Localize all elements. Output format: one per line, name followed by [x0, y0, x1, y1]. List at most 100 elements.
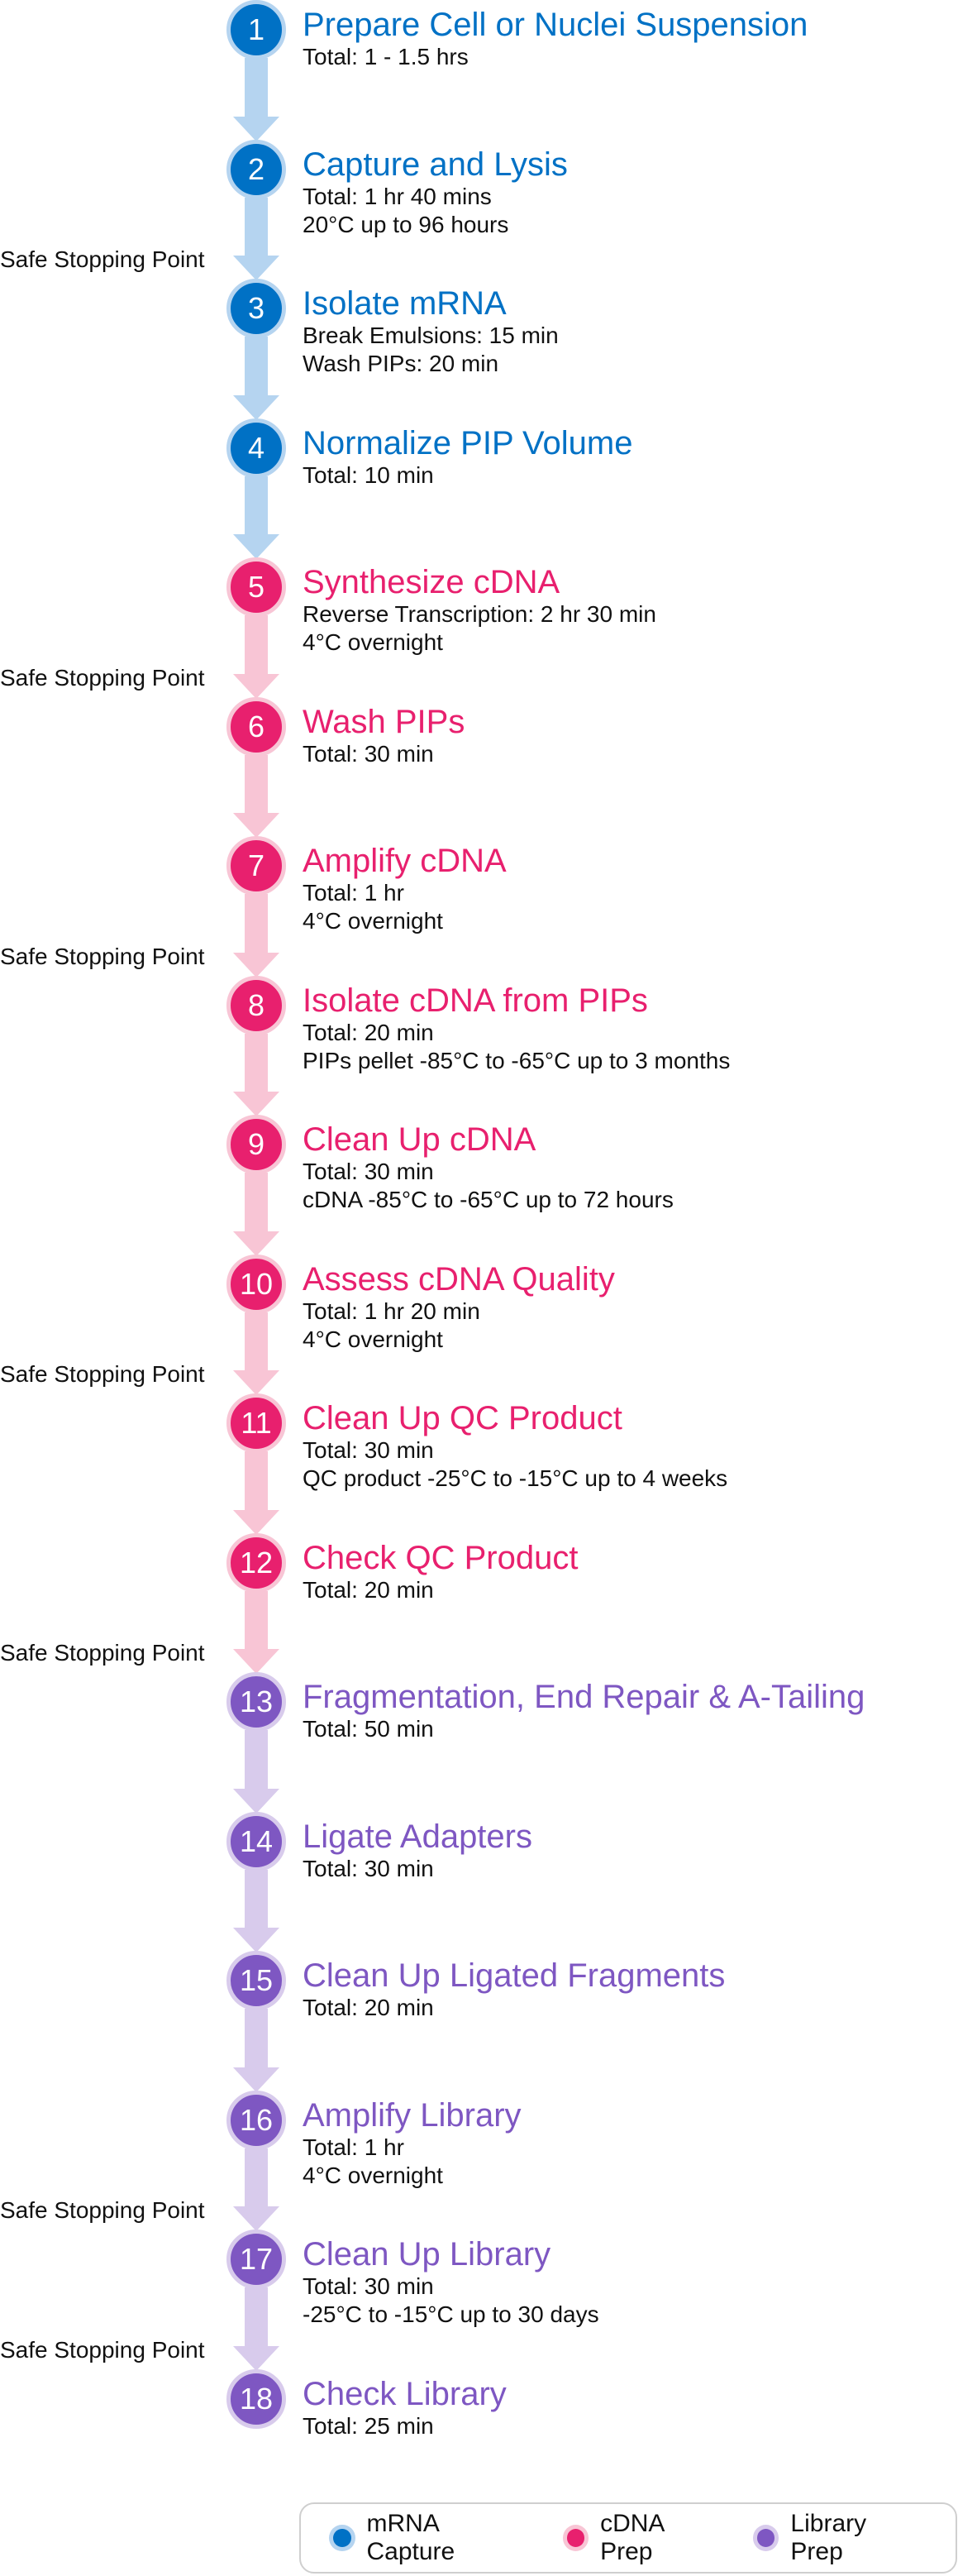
step-detail: Total: 20 min — [303, 1994, 725, 2022]
step-title: Ligate Adapters — [303, 1818, 532, 1855]
step-2: Capture and LysisTotal: 1 hr 40 mins20°C… — [303, 146, 568, 239]
step-detail: 4°C overnight — [303, 907, 507, 935]
arrow-connector — [245, 1034, 268, 1117]
step-title: Check QC Product — [303, 1540, 578, 1576]
step-detail: Wash PIPs: 20 min — [303, 350, 559, 378]
step-title: Amplify Library — [303, 2097, 522, 2134]
step-11: Clean Up QC ProductTotal: 30 minQC produ… — [303, 1400, 727, 1493]
step-title: Amplify cDNA — [303, 843, 507, 879]
arrow-down-icon — [233, 813, 279, 838]
step-9: Clean Up cDNATotal: 30 mincDNA -85°C to … — [303, 1121, 674, 1214]
arrow-down-icon — [233, 1370, 279, 1395]
step-7: Amplify cDNATotal: 1 hr4°C overnight — [303, 843, 507, 935]
safe-stopping-point-label: Safe Stopping Point — [0, 1360, 205, 1388]
step-title: Wash PIPs — [303, 704, 465, 740]
step-detail: Reverse Transcription: 2 hr 30 min — [303, 600, 656, 628]
step-18: Check LibraryTotal: 25 min — [303, 2376, 507, 2440]
legend-item-cdna: cDNA Prep — [563, 2510, 720, 2566]
arrow-connector — [245, 1870, 268, 1953]
arrow-down-icon — [233, 2206, 279, 2231]
step-15: Clean Up Ligated FragmentsTotal: 20 min — [303, 1957, 725, 2022]
step-detail: Total: 10 min — [303, 461, 632, 490]
arrow-down-icon — [233, 1789, 279, 1814]
step-title: Synthesize cDNA — [303, 564, 656, 600]
step-detail: QC product -25°C to -15°C up to 4 weeks — [303, 1465, 727, 1493]
step-13: Fragmentation, End Repair & A-TailingTot… — [303, 1679, 865, 1743]
step-title: Assess cDNA Quality — [303, 1261, 615, 1298]
arrow-down-icon — [233, 1510, 279, 1535]
arrow-connector — [245, 2148, 268, 2232]
step-number-badge: 10 — [226, 1255, 286, 1314]
arrow-connector — [245, 1312, 268, 1396]
step-detail: Total: 30 min — [303, 2273, 599, 2301]
legend-label: Library Prep — [790, 2510, 922, 2566]
step-detail: Total: 1 hr 20 min — [303, 1298, 615, 1326]
step-number-badge: 18 — [226, 2369, 286, 2429]
step-detail: Total: 25 min — [303, 2412, 507, 2440]
arrow-connector — [245, 1451, 268, 1535]
step-number-badge: 6 — [226, 697, 286, 757]
step-17: Clean Up LibraryTotal: 30 min-25°C to -1… — [303, 2236, 599, 2329]
step-number-badge: 2 — [226, 140, 286, 199]
arrow-connector — [245, 2287, 268, 2371]
safe-stopping-point-label: Safe Stopping Point — [0, 2336, 205, 2364]
step-title: Isolate mRNA — [303, 285, 559, 322]
step-detail: -25°C to -15°C up to 30 days — [303, 2301, 599, 2329]
step-number-badge: 1 — [226, 0, 286, 60]
step-detail: Total: 1 hr — [303, 879, 507, 907]
step-detail: Total: 50 min — [303, 1715, 865, 1743]
legend-item-library: Library Prep — [753, 2510, 922, 2566]
arrow-down-icon — [233, 1649, 279, 1674]
legend-label: mRNA Capture — [367, 2510, 530, 2566]
step-number-badge: 12 — [226, 1533, 286, 1593]
step-detail: Total: 30 min — [303, 1436, 727, 1465]
step-number-badge: 17 — [226, 2230, 286, 2289]
step-number-badge: 9 — [226, 1115, 286, 1174]
legend-dot-icon — [563, 2525, 589, 2551]
legend-dot-icon — [329, 2525, 355, 2551]
step-detail: 4°C overnight — [303, 628, 656, 657]
safe-stopping-point-label: Safe Stopping Point — [0, 1639, 205, 1667]
safe-stopping-point-label: Safe Stopping Point — [0, 2196, 205, 2225]
step-number-badge: 14 — [226, 1812, 286, 1871]
step-detail: Total: 1 - 1.5 hrs — [303, 43, 808, 71]
step-detail: PIPs pellet -85°C to -65°C up to 3 month… — [303, 1047, 730, 1075]
legend-dot-icon — [753, 2525, 779, 2551]
step-detail: cDNA -85°C to -65°C up to 72 hours — [303, 1186, 674, 1214]
arrow-down-icon — [233, 2067, 279, 2092]
step-16: Amplify LibraryTotal: 1 hr4°C overnight — [303, 2097, 522, 2190]
step-title: Clean Up QC Product — [303, 1400, 727, 1436]
step-title: Normalize PIP Volume — [303, 425, 632, 461]
legend-item-mrna: mRNA Capture — [329, 2510, 530, 2566]
step-14: Ligate AdaptersTotal: 30 min — [303, 1818, 532, 1883]
step-title: Check Library — [303, 2376, 507, 2412]
step-number-badge: 5 — [226, 557, 286, 617]
arrow-down-icon — [233, 395, 279, 420]
step-detail: 4°C overnight — [303, 2162, 522, 2190]
arrow-connector — [245, 615, 268, 699]
step-6: Wash PIPsTotal: 30 min — [303, 704, 465, 768]
step-detail: Break Emulsions: 15 min — [303, 322, 559, 350]
step-number-badge: 3 — [226, 279, 286, 338]
step-8: Isolate cDNA from PIPsTotal: 20 minPIPs … — [303, 982, 730, 1075]
step-4: Normalize PIP VolumeTotal: 10 min — [303, 425, 632, 490]
arrow-connector — [245, 894, 268, 977]
arrow-connector — [245, 1173, 268, 1256]
step-title: Clean Up cDNA — [303, 1121, 674, 1158]
safe-stopping-point-label: Safe Stopping Point — [0, 664, 205, 692]
arrow-down-icon — [233, 2346, 279, 2371]
arrow-down-icon — [233, 1928, 279, 1952]
safe-stopping-point-label: Safe Stopping Point — [0, 943, 205, 971]
arrow-connector — [245, 58, 268, 141]
arrow-connector — [245, 198, 268, 281]
step-title: Isolate cDNA from PIPs — [303, 982, 730, 1019]
arrow-down-icon — [233, 1231, 279, 1256]
step-title: Prepare Cell or Nuclei Suspension — [303, 7, 808, 43]
arrow-down-icon — [233, 953, 279, 977]
step-number-badge: 16 — [226, 2091, 286, 2150]
step-3: Isolate mRNABreak Emulsions: 15 minWash … — [303, 285, 559, 378]
step-title: Clean Up Ligated Fragments — [303, 1957, 725, 1994]
safe-stopping-point-label: Safe Stopping Point — [0, 246, 205, 274]
arrow-down-icon — [233, 534, 279, 559]
step-detail: Total: 30 min — [303, 1158, 674, 1186]
